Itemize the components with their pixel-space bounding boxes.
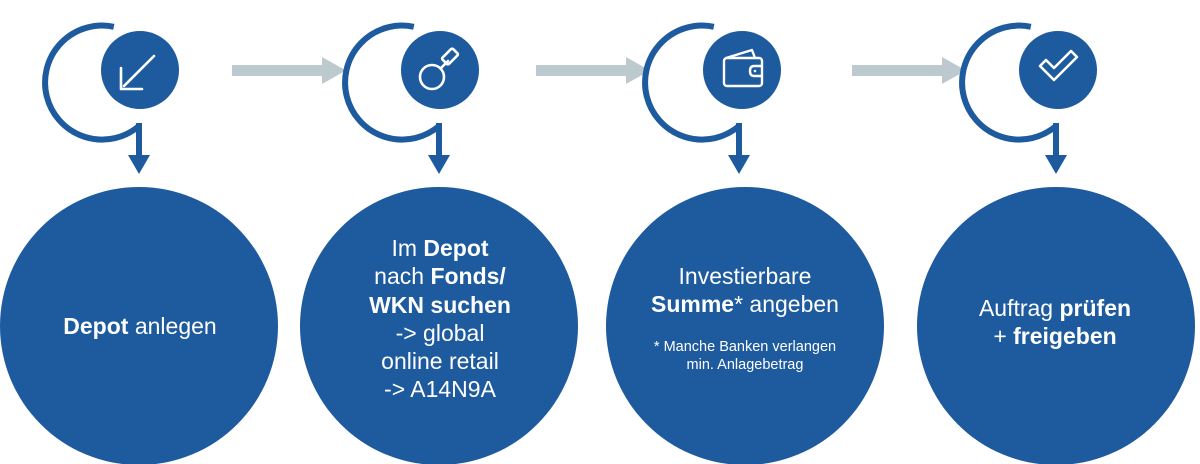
step-3-footnote: * Manche Banken verlangen min. Anlagebet… [625,338,865,374]
connector-arrow-3 [852,57,966,84]
step-3-line-1: Investierbare [678,263,812,289]
step-3-text: Investierbare Summe* angeben * Manche Ba… [625,262,865,374]
step-2-line-3-bold: WKN suchen [369,291,511,318]
step-1-bold: Depot [63,313,129,339]
step-2-line-3: WKN suchen [325,291,555,319]
step-4-icon-circle [1019,31,1097,109]
step-4-line-1: Auftrag prüfen [935,294,1175,322]
step-2-graphic [300,22,578,464]
step-2-line-2-bold: Fonds/ [430,263,506,290]
step-3-line-2: Summe* angeben [625,290,865,318]
magnifier-icon [418,47,460,91]
step-2-ring [342,22,441,143]
step-3-line-2-regular: * angeben [734,291,839,318]
step-4-text: Auftrag prüfen + freigeben [935,294,1175,350]
step-2-line-5: online retail [381,348,499,375]
step-2-line-2-regular: nach [374,263,431,290]
step-2-main-circle [300,187,578,464]
step-4-line-2-bold: freigeben [1013,323,1117,350]
step-3-main-circle [606,187,884,464]
checkmark-icon [1038,49,1079,82]
connector-arrow-1 [232,57,346,84]
step-4-graphic [917,22,1195,464]
step-4-ring [959,22,1058,143]
step-2-icon-circle [401,31,479,109]
step-3-line-2-bold: Summe [651,291,735,318]
step-3-icon-circle [703,31,781,109]
step-3-footnote-line-1: * Manche Banken verlangen [653,339,837,356]
step-4-line-1-regular: Auftrag [978,295,1060,321]
step-2-line-4: -> global [395,319,485,346]
connector-arrow-2 [536,57,650,84]
step-1-text: Depot anlegen [20,312,260,340]
step-1-ring [42,22,141,143]
step-2-line-1: Im Depot [325,234,555,262]
step-4-line-1-bold: prüfen [1059,295,1132,321]
step-3-ring [642,22,741,143]
step-1-regular: anlegen [128,313,217,339]
step-4-line-2: + freigeben [935,322,1175,350]
step-4-line-2-regular: + [993,323,1014,350]
step-2-line-6: -> A14N9A [384,376,496,403]
step-2-text: Im Depot nach Fonds/ WKN suchen -> globa… [325,234,555,404]
step-1-graphic [0,22,278,464]
step-1-main-circle [0,187,278,464]
step-3-footnote-line-2: min. Anlagebetrag [686,357,804,374]
step-3-graphic [606,22,884,464]
step-4-main-circle [917,187,1195,464]
wallet-icon [722,48,764,88]
arrow-down-left-icon [119,54,156,91]
step-2-line-1-bold: Depot [423,235,489,261]
step-2-line-2: nach Fonds/ [325,262,555,290]
step-2-line-1-regular: Im [391,235,424,261]
